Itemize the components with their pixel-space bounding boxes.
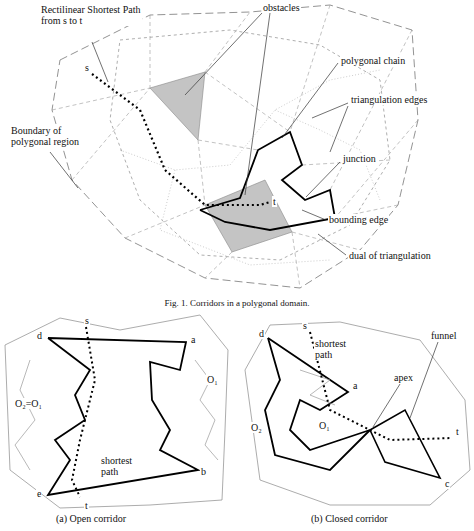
shortest-path bbox=[310, 332, 452, 440]
corridor-boundary bbox=[268, 338, 370, 450]
figure-label: (a) Open corridor bbox=[55, 513, 127, 524]
figure-label: polygonal chain bbox=[340, 55, 406, 66]
obstacle-outline bbox=[15, 360, 35, 470]
figure-label: d bbox=[258, 328, 265, 339]
leader-lines bbox=[373, 342, 438, 427]
figure-label: shortest path bbox=[314, 338, 361, 360]
shortest-path bbox=[92, 74, 270, 205]
domain-boundary bbox=[5, 315, 228, 508]
figure-label: O₂ bbox=[250, 422, 263, 433]
triangulation-edges bbox=[52, 5, 418, 288]
domain-boundary bbox=[245, 322, 470, 505]
polygonal-domain bbox=[52, 5, 418, 288]
shortest-path bbox=[72, 327, 95, 497]
polygonal-chain bbox=[200, 132, 335, 230]
obstacle-outline bbox=[195, 360, 218, 460]
figure-label: a bbox=[352, 380, 358, 391]
obstacle-outline bbox=[300, 370, 335, 405]
figure-label: apex bbox=[393, 372, 414, 383]
corridor-boundary bbox=[265, 338, 370, 470]
figure-label: triangulation edges bbox=[350, 94, 428, 105]
figure-label: e bbox=[36, 488, 42, 499]
figure-label: s bbox=[302, 320, 308, 331]
figure-caption: Fig. 1. Corridors in a polygonal domain. bbox=[0, 298, 474, 308]
domain-boundary bbox=[52, 5, 418, 288]
figure-label: O₂=O₁ bbox=[14, 398, 43, 409]
figure-label: t bbox=[272, 196, 277, 207]
figure-label: obstacles bbox=[262, 2, 301, 13]
dual-graph bbox=[120, 70, 380, 265]
corridor-boundary bbox=[48, 338, 198, 495]
funnel-outline bbox=[370, 410, 440, 478]
figure-label: s bbox=[84, 315, 90, 326]
obstacle-shapes bbox=[150, 72, 292, 252]
figure-label: c bbox=[444, 478, 450, 489]
leader-lines bbox=[50, 13, 348, 255]
figure-label: O₁ bbox=[206, 374, 219, 385]
figure-label: a bbox=[190, 334, 196, 345]
figure-label: t bbox=[84, 500, 89, 511]
figure-label: (b) Closed corridor bbox=[310, 513, 389, 524]
figure-label: dual of triangulation bbox=[348, 250, 450, 261]
figure-label: Boundary of polygonal region bbox=[10, 125, 87, 147]
figure-label: t bbox=[455, 426, 460, 437]
figure-label: shortest path bbox=[100, 455, 147, 477]
figure-label: b bbox=[200, 466, 207, 477]
figure-label: O₁ bbox=[318, 420, 331, 431]
figure-label: s bbox=[84, 62, 90, 73]
figure-label: d bbox=[36, 330, 43, 341]
figure-label: junction bbox=[342, 153, 377, 164]
figure-label: Rectilinear Shortest Path from s to t bbox=[40, 4, 142, 26]
figure-label: funnel bbox=[430, 330, 458, 341]
figure-label: bounding edge bbox=[328, 214, 389, 225]
